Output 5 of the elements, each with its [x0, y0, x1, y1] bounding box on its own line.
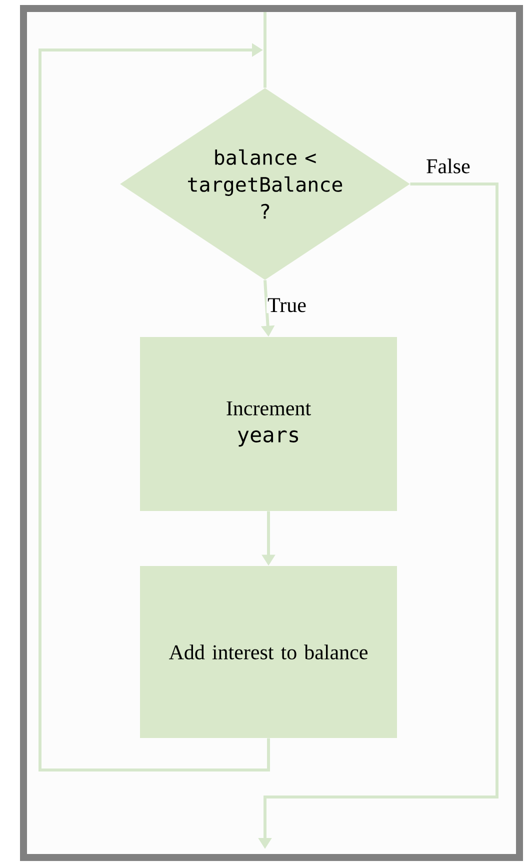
process-box: Increment years: [140, 337, 397, 511]
process-box: Add interest to balance: [140, 566, 397, 738]
edge-label: True: [266, 297, 308, 314]
edge-label: False: [425, 158, 472, 174]
arrow: [38, 43, 270, 772]
